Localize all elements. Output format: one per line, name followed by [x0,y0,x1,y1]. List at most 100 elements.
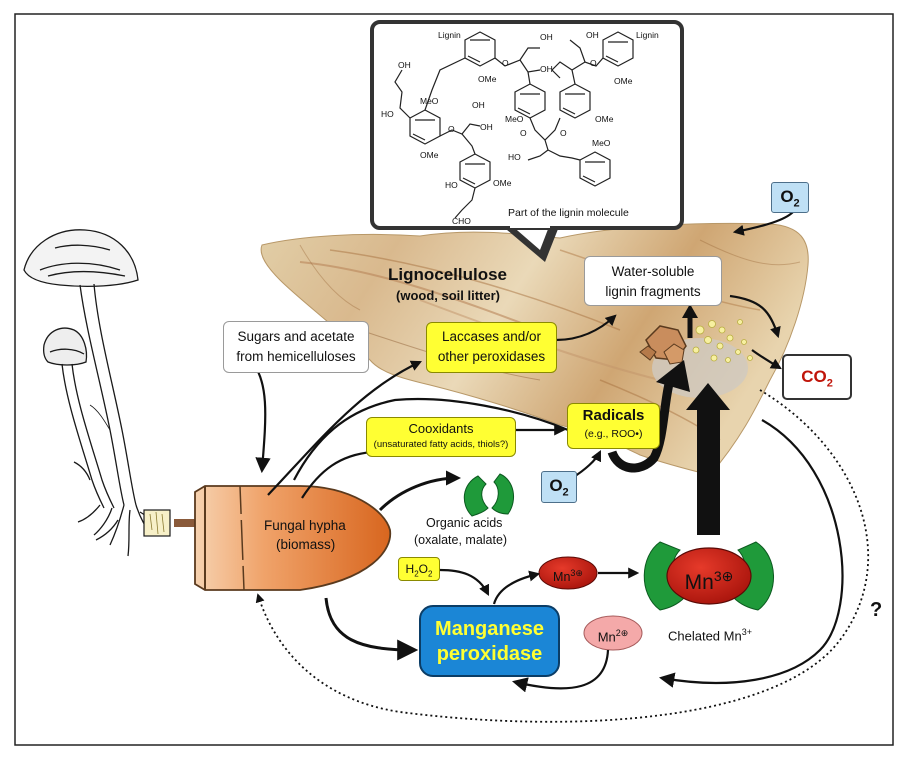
co2-box: CO2 [782,354,852,400]
mol-label-1: Lignin [636,30,659,40]
co2-loop-arrow [658,419,844,688]
fragments-up-head [682,304,698,318]
fragments-to-co2-arrow [729,294,781,339]
mol-label-9: OMe [595,114,614,124]
sugars-box: Sugars and acetate from hemicelluloses [223,321,369,373]
mnp-to-mn3-arrow [492,570,541,605]
frame-gap [510,222,550,228]
mn3-large-ellipse [666,547,752,605]
mol-label-10: OMe [614,76,633,86]
radicals-box: Radicals (e.g., ROO•) [567,403,660,449]
molecule-bonds [394,31,634,219]
chelated-base: Chelated Mn [668,628,742,644]
mol-label-8: OMe [478,74,497,84]
mnp-line1: Manganese [435,618,544,640]
mol-label-22: O [520,128,527,138]
hypha-to-organic-acids-arrow [378,470,461,512]
co2-sub: 2 [826,377,833,390]
mol-label-3: OH [540,64,553,74]
mol-label-7: OH [480,122,493,132]
sugars-line1: Sugars and acetate [237,329,355,344]
hypha-line2: (biomass) [276,537,335,552]
chelated-label: Chelated Mn3+ [655,622,765,644]
mol-label-19: HO [445,180,458,190]
organic-acids-line2: (oxalate, malate) [414,533,507,547]
o2-mid-text: O [549,476,563,495]
mol-label-0: Lignin [438,30,461,40]
organic-acid-right-shape [491,473,515,515]
lignocellulose-title: Lignocellulose [388,265,507,284]
mol-label-11: OMe [420,150,439,160]
radicals-to-fragments-head [656,360,690,392]
cooxidants-line1: Cooxidants [408,421,474,436]
mol-label-25: CHO [452,216,471,226]
mol-label-24: O [448,124,455,134]
mol-label-18: HO [508,152,521,162]
o2-top-arrow [732,211,794,236]
hypha-line1: Fungal hypha [264,518,346,533]
o2-mid-sub: 2 [562,486,569,499]
mn2-sup: 2⊕ [615,628,629,638]
mnp-line2: peroxidase [436,643,543,665]
h2o2-box: H2O2 [398,557,440,581]
radicals-to-fragments-curve [607,378,675,473]
mn2-to-mnp-arrow [512,649,610,693]
particles-to-co2-arrow [751,349,782,370]
lignocellulose-subtitle: (wood, soil litter) [396,288,500,303]
mol-label-6: OH [472,100,485,110]
cooxidants-line2: (unsaturated fatty acids, thiols?) [373,439,509,450]
water-soluble-line2: lignin fragments [605,284,701,299]
hypha-to-laccases-arrow [267,360,422,496]
mn2-label: Mn2⊕ [584,621,642,645]
molecule-frame [370,20,684,230]
h2o2-h: H [405,562,415,576]
laccases-to-fragments-arrow [555,314,617,342]
o2-badge-middle: O2 [541,471,577,503]
mn2-ellipse [583,615,643,651]
manganese-peroxidase-box: Manganese peroxidase [419,605,560,677]
mn2-base: Mn [597,629,616,645]
co2-text: CO [801,367,827,386]
mol-label-21: O [590,58,597,68]
mn3-large-base: Mn [684,571,714,594]
cooxidants-box: Cooxidants (unsaturated fatty acids, thi… [366,417,516,457]
zoom-inset-hyphae [149,511,165,535]
o2-badge-top: O2 [771,182,809,213]
laccases-line2: other peroxidases [437,349,546,364]
mn3-small-base: Mn [553,570,571,585]
molecule-caption: Part of the lignin molecule [508,207,629,219]
organic-acid-left-shape [463,475,489,517]
sugars-to-hypha-arrow [249,359,271,474]
hypha-to-cooxidants-line [301,450,373,499]
mushroom-illustration [23,229,167,557]
mol-label-2: OH [540,32,553,42]
mol-label-5: OH [398,60,411,70]
radicals-line1: Radicals [582,407,645,424]
question-mark: ? [870,599,882,621]
h2o2-o: O [418,562,428,576]
water-soluble-box: Water-soluble lignin fragments [584,256,722,306]
mol-label-14: MeO [592,138,611,148]
laccases-line1: Laccases and/or [441,329,542,344]
mn3-large-label: Mn3⊕ [667,560,751,594]
h2o2-sub1: 2 [414,569,419,579]
laccases-box: Laccases and/or other peroxidases [426,322,557,373]
o2-top-sub: 2 [793,197,800,210]
fungal-hypha-shape [194,485,392,591]
molecule-labels: Lignin Lignin OH OH OH OH OH OH OMe OMe … [381,30,659,226]
mol-label-15: MeO [420,96,439,106]
mn3-small-sup: 3⊕ [570,568,583,578]
speech-pointer-inner [510,224,550,250]
h2o2-sub2: 2 [428,569,433,579]
lignin-molecule-panel: Lignin Lignin OH OH OH OH OH OH OMe OMe … [370,20,684,262]
water-soluble-line1: Water-soluble [611,264,695,279]
mol-label-20: O [502,58,509,68]
radicals-line2: (e.g., ROO•) [584,428,643,440]
o2-top-text: O [780,187,794,206]
sugars-line2: from hemicelluloses [236,349,356,364]
mol-label-23: O [560,128,567,138]
mn3-large-sup: 3⊕ [713,568,734,584]
mn3-small-label: Mn3⊕ [539,562,597,584]
mol-label-4: OH [586,30,599,40]
